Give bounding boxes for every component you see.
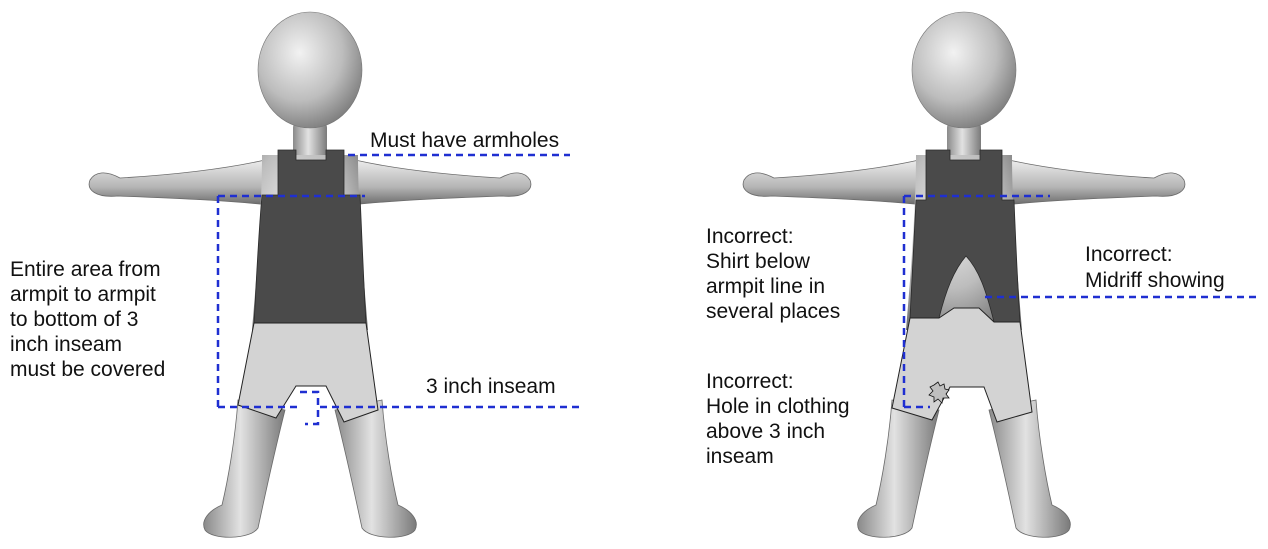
right-mannequin	[742, 11, 1186, 538]
left-mannequin	[88, 11, 532, 538]
shirt-line-3: armpit line in	[706, 275, 826, 298]
right-shirt	[909, 149, 1021, 323]
coverage-line-3: to bottom of 3	[10, 308, 139, 331]
left-shirt	[253, 149, 367, 324]
hole-line-1: Incorrect:	[706, 370, 794, 393]
midriff-line-1: Incorrect:	[1085, 243, 1173, 266]
armholes-label: Must have armholes	[370, 129, 560, 152]
coverage-line-4: inch inseam	[10, 333, 123, 356]
right-shorts	[891, 307, 1033, 423]
midriff-line-2: Midriff showing	[1085, 269, 1225, 292]
shirt-line-2: Shirt below	[706, 250, 810, 273]
hole-line-4: inseam	[706, 445, 774, 468]
hole-mark	[928, 381, 950, 404]
left-shorts	[237, 322, 379, 423]
shirt-line-1: Incorrect:	[706, 225, 794, 248]
hole-line-3: above 3 inch	[706, 420, 826, 443]
inseam-label: 3 inch inseam	[426, 375, 556, 398]
coverage-line-1: Entire area from	[10, 258, 161, 281]
guide-lines	[216, 153, 1258, 426]
shirt-line-4: several places	[706, 300, 841, 323]
hole-line-2: Hole in clothing	[706, 395, 850, 418]
coverage-line-2: armpit to armpit	[10, 283, 156, 306]
coverage-line-5: must be covered	[10, 358, 166, 381]
